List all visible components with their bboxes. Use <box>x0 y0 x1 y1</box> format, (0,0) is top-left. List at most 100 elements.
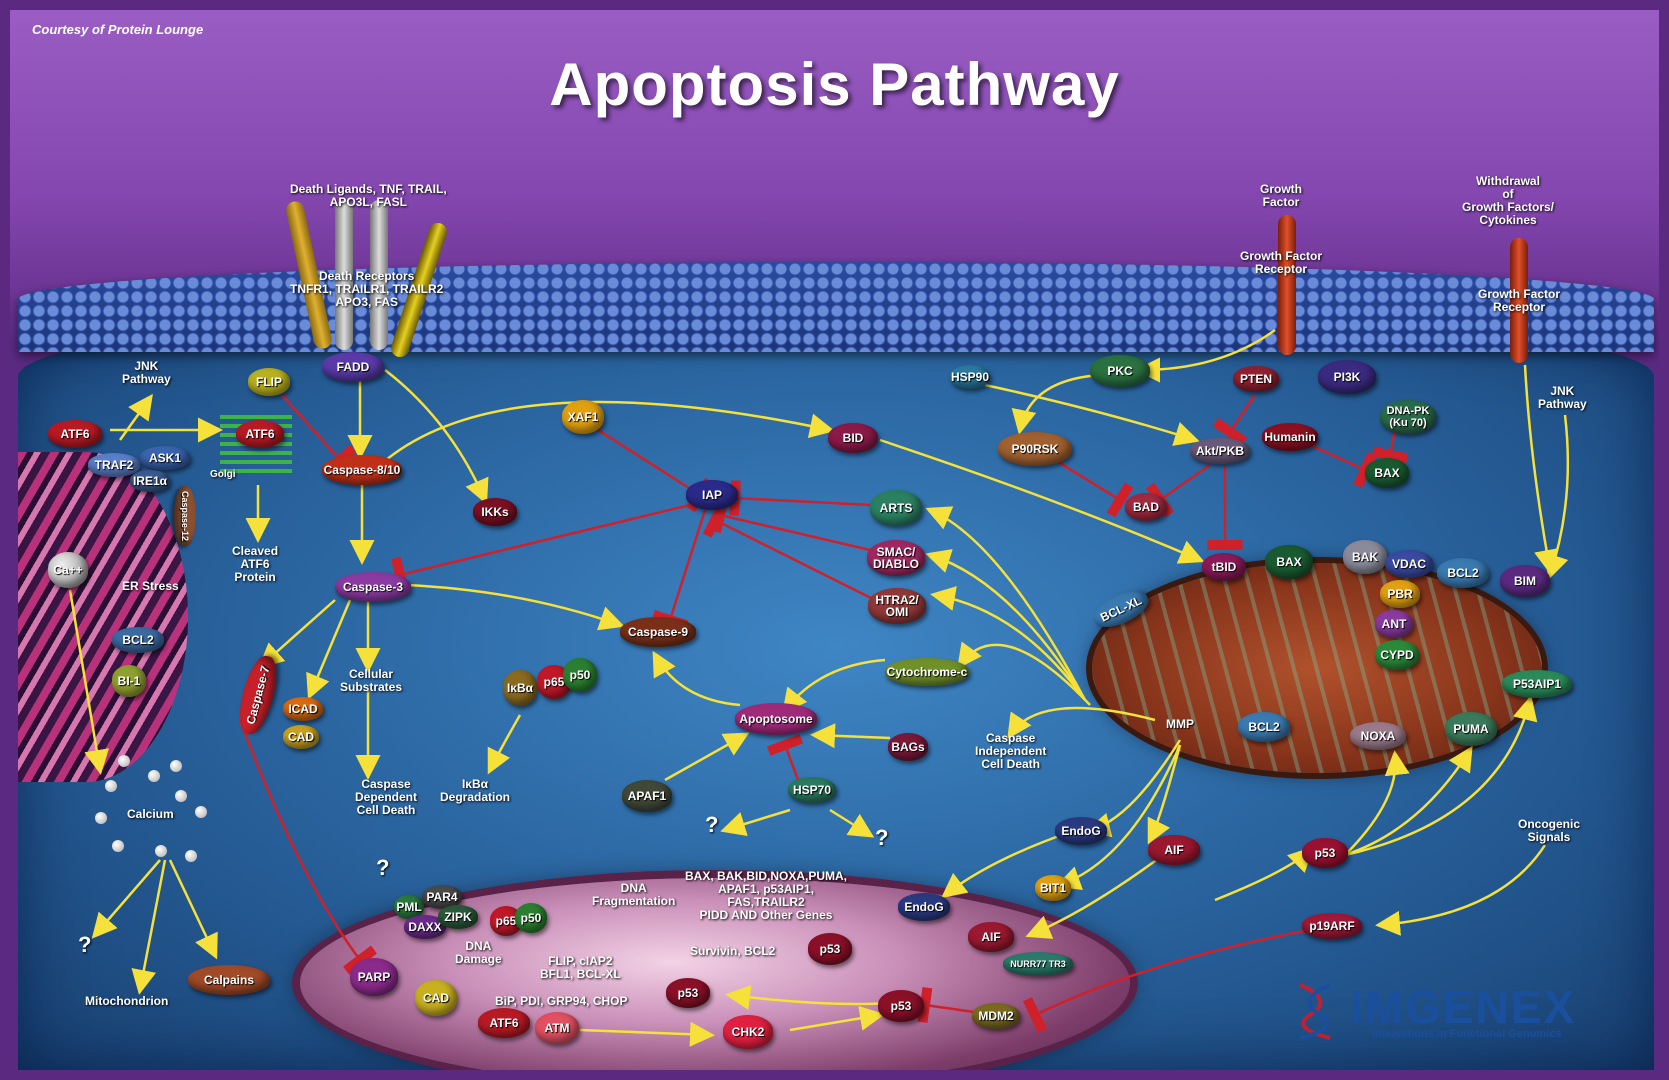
node-p50-nucleus[interactable]: p50 <box>515 903 547 933</box>
node-p90rsk[interactable]: P90RSK <box>998 432 1072 466</box>
node-ask1[interactable]: ASK1 <box>140 446 190 470</box>
arrow-p53-noxa <box>1344 750 1410 856</box>
node-p53aip1[interactable]: P53AIP1 <box>1502 670 1572 698</box>
node-aif-nucleus[interactable]: AIF <box>968 922 1014 952</box>
node-vdac[interactable]: VDAC <box>1385 550 1433 578</box>
node-calpains[interactable]: Calpains <box>188 965 270 995</box>
growth-factor-label: Growth Factor <box>1260 182 1302 209</box>
arrow-wd-bim <box>1523 364 1559 575</box>
cleaved-atf6-label: Cleaved ATF6 Protein <box>232 544 279 584</box>
node-bit1[interactable]: BIT1 <box>1035 875 1071 901</box>
node-bi1[interactable]: BI-1 <box>112 665 146 697</box>
node-pkc[interactable]: PKC <box>1090 355 1150 387</box>
node-ikba[interactable]: IκBα <box>503 670 537 706</box>
node-caspase810[interactable]: Caspase-8/10 <box>322 455 402 485</box>
inhib-htra2-iap <box>702 502 876 602</box>
node-mmp[interactable]: MMP <box>1166 717 1194 731</box>
node-icad[interactable]: ICAD <box>283 697 323 721</box>
node-ikks[interactable]: IKKs <box>473 498 517 526</box>
node-bid[interactable]: BID <box>828 423 878 453</box>
node-apaf1[interactable]: APAF1 <box>622 780 672 812</box>
node-noxa[interactable]: NOXA <box>1350 722 1406 750</box>
arrow-caspase810-bid <box>379 400 835 466</box>
node-cad-cyto[interactable]: CAD <box>283 725 319 749</box>
node-nurr77[interactable]: NURR77 TR3 <box>1003 952 1073 976</box>
node-hsp70[interactable]: HSP70 <box>788 777 836 803</box>
arrow-apoptosome-caspase9 <box>652 650 741 707</box>
node-puma[interactable]: PUMA <box>1445 712 1497 746</box>
node-bax-top[interactable]: BAX <box>1365 458 1409 488</box>
inhib-dnapk-bax <box>1371 429 1409 464</box>
caspase-independent-label: Caspase Independent Cell Death <box>975 731 1047 771</box>
node-atf6-golgi[interactable]: ATF6 <box>236 420 284 448</box>
node-pten[interactable]: PTEN <box>1233 366 1279 392</box>
node-akt-pkb[interactable]: Akt/PKB <box>1190 438 1250 464</box>
node-bags[interactable]: BAGs <box>888 733 928 761</box>
node-fadd[interactable]: FADD <box>322 352 384 382</box>
node-bcl2-er[interactable]: BCL2 <box>112 627 164 653</box>
node-zipk[interactable]: ZIPK <box>438 905 478 929</box>
arrow-ikba-degradation <box>487 714 522 775</box>
node-mdm2[interactable]: MDM2 <box>972 1003 1020 1029</box>
node-daxx[interactable]: DAXX <box>404 915 446 939</box>
node-p50-cyto[interactable]: p50 <box>563 658 597 692</box>
node-parp[interactable]: PARP <box>350 958 398 996</box>
node-htra2[interactable]: HTRA2/ OMI <box>868 588 926 624</box>
node-caspase9[interactable]: Caspase-9 <box>620 617 696 647</box>
node-pbr[interactable]: PBR <box>1380 580 1420 608</box>
node-cytochrome-c[interactable]: Cytochrome-c <box>885 658 969 686</box>
node-cad-nucleus[interactable]: CAD <box>415 980 457 1016</box>
node-pi3k[interactable]: PI3K <box>1318 360 1376 394</box>
node-atf6-er[interactable]: ATF6 <box>48 420 102 448</box>
inhib-caspase7-parp <box>238 719 378 975</box>
node-pml[interactable]: PML <box>394 895 424 919</box>
question-mark-2: ? <box>875 825 889 850</box>
node-traf2[interactable]: TRAF2 <box>88 453 140 477</box>
node-xaf1[interactable]: XAF1 <box>562 400 604 434</box>
node-bcl2-mito[interactable]: BCL2 <box>1437 558 1489 588</box>
node-bak[interactable]: BAK <box>1343 540 1387 574</box>
node-ire1[interactable]: IRE1α <box>130 470 170 492</box>
node-atm[interactable]: ATM <box>535 1012 579 1044</box>
page-title: Apoptosis Pathway <box>549 51 1120 118</box>
node-hsp90[interactable]: HSP90 <box>950 365 990 389</box>
node-arts[interactable]: ARTS <box>870 490 922 526</box>
node-p19arf[interactable]: p19ARF <box>1302 913 1362 939</box>
dna-fragmentation-label: DNA Fragmentation <box>592 881 676 908</box>
oncogenic-signals-label: Oncogenic Signals <box>1518 817 1581 844</box>
arrow-atm-chk2 <box>579 1021 715 1047</box>
node-endog-nucleus[interactable]: EndoG <box>898 893 950 921</box>
node-flip[interactable]: FLIP <box>248 368 290 396</box>
node-cypd[interactable]: CYPD <box>1375 640 1419 670</box>
node-bax-mito[interactable]: BAX <box>1265 545 1313 579</box>
node-bcl2-low[interactable]: BCL2 <box>1238 712 1290 742</box>
logo-name: IMGENEX <box>1350 981 1577 1033</box>
node-smac[interactable]: SMAC/ DIABLO <box>867 540 925 576</box>
withdrawal-label: Withdrawal of Growth Factors/ Cytokines <box>1462 174 1555 227</box>
node-bim[interactable]: BIM <box>1500 565 1550 597</box>
inhib-smac-iap <box>711 496 871 552</box>
node-humanin[interactable]: Humanin <box>1262 423 1318 451</box>
node-ant[interactable]: ANT <box>1375 610 1413 638</box>
arrow-apaf1-apoptosome <box>664 732 750 782</box>
arrow-mmp-arts <box>925 506 1087 701</box>
node-atf6-nucleus[interactable]: ATF6 <box>478 1008 530 1038</box>
node-aif-cyto[interactable]: AIF <box>1148 835 1200 865</box>
node-endog-cyto[interactable]: EndoG <box>1055 817 1107 845</box>
imgenex-logo: IMGENEX Innovations in Functional Genomi… <box>1290 980 1610 1040</box>
node-caspase12[interactable]: Caspase-12 <box>174 486 196 546</box>
inhib-flip-caspase810 <box>281 394 357 476</box>
node-ca[interactable]: Ca++ <box>48 552 88 588</box>
node-caspase3[interactable]: Caspase-3 <box>335 572 411 602</box>
node-dna-pk[interactable]: DNA-PK (Ku 70) <box>1380 400 1436 434</box>
arrow-mmp-cytc <box>957 641 1091 706</box>
node-tbid[interactable]: tBID <box>1202 553 1246 581</box>
node-p53-nucleus-1[interactable]: p53 <box>666 978 710 1008</box>
node-apoptosome[interactable]: Apoptosome <box>735 703 817 735</box>
node-p53-nucleus-2[interactable]: p53 <box>808 933 852 965</box>
node-bad[interactable]: BAD <box>1125 493 1167 521</box>
node-chk2[interactable]: CHK2 <box>723 1015 773 1049</box>
node-iap[interactable]: IAP <box>686 480 738 510</box>
node-p53-nucleus-3[interactable]: p53 <box>878 990 924 1022</box>
node-p53-cyto[interactable]: p53 <box>1302 838 1348 868</box>
